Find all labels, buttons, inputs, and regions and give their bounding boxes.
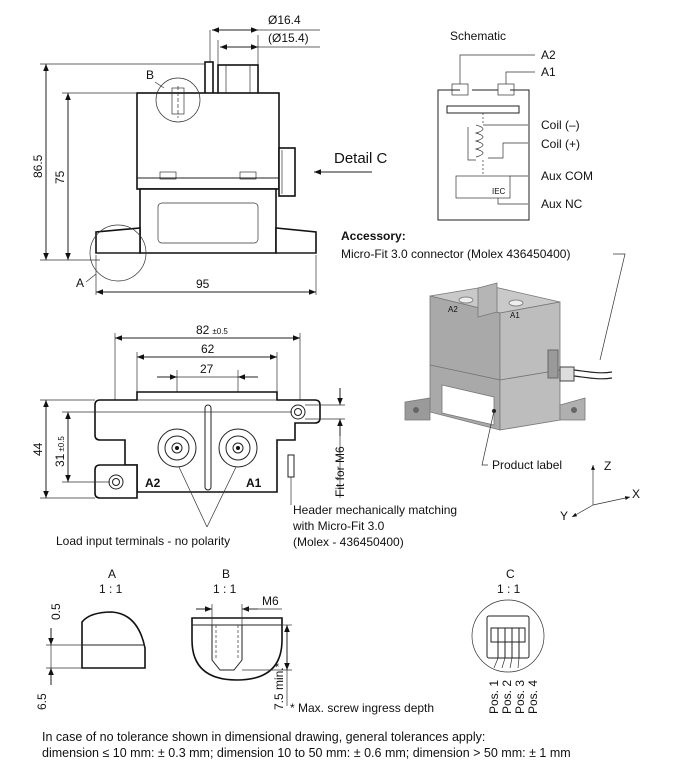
detail-b-title: B	[222, 567, 230, 581]
detail-b-marker: B	[146, 68, 154, 82]
detail-a-title: A	[108, 567, 116, 581]
axis-z-label: Z	[604, 459, 611, 473]
accessory-3d-view: Accessory: Micro-Fit 3.0 connector (Mole…	[341, 229, 626, 472]
schematic-label-a2: A2	[541, 48, 556, 62]
detail-a: A 1 : 1 0.5 6.5	[35, 567, 146, 710]
iec-mark: IEC	[492, 187, 506, 196]
schematic-label-aux-nc: Aux NC	[541, 197, 583, 211]
detail-b: B 1 : 1 M6 7.5 min.* * Max. screw ingres…	[191, 567, 434, 715]
detail-a-scale: 1 : 1	[99, 582, 123, 596]
header-note-line3: (Molex - 436450400)	[293, 535, 404, 549]
dim-62: 62	[201, 342, 215, 356]
detail-c-pos2: Pos. 2	[500, 680, 514, 714]
product-label-callout: Product label	[492, 458, 562, 472]
tolerance-note-line1: In case of no tolerance shown in dimensi…	[42, 730, 486, 744]
axis-x-label: X	[632, 487, 640, 501]
accessory-terminal-a1: A1	[510, 311, 520, 320]
detail-b-depth: 7.5 min.*	[272, 662, 286, 710]
detail-b-thread: M6	[262, 594, 279, 608]
detail-c-callout: Detail C	[334, 150, 388, 167]
dim-outer-diameter: Ø16.4	[268, 13, 301, 27]
accessory-connector: Micro-Fit 3.0 connector (Molex 436450400…	[341, 247, 570, 261]
detail-b-scale: 1 : 1	[213, 582, 237, 596]
terminal-label-a1: A1	[246, 476, 262, 490]
schematic-label-aux-com: Aux COM	[541, 169, 593, 183]
detail-c-pos3: Pos. 3	[513, 680, 527, 714]
dim-height-body: 75	[53, 170, 67, 184]
axis-y-label: Y	[560, 509, 568, 523]
schematic: Schematic IEC A2 A1 Coil (–) Coil (+) Au…	[437, 29, 593, 221]
coordinate-axes: Z X Y	[560, 459, 640, 523]
detail-a-dim-65: 6.5	[35, 693, 49, 710]
schematic-label-coil-minus: Coil (–)	[541, 118, 580, 132]
dim-44: 44	[31, 442, 45, 456]
header-note-line2: with Micro-Fit 3.0	[292, 519, 385, 533]
detail-c-scale: 1 : 1	[497, 582, 521, 596]
header-note-line1: Header mechanically matching	[293, 503, 457, 517]
accessory-terminal-a2: A2	[448, 305, 458, 314]
dim-height-total: 86.5	[31, 154, 45, 178]
dim-width: 95	[196, 277, 210, 291]
tolerance-notes: In case of no tolerance shown in dimensi…	[42, 729, 662, 761]
schematic-label-a1: A1	[541, 65, 556, 79]
detail-b-footnote: * Max. screw ingress depth	[290, 701, 434, 715]
schematic-title: Schematic	[450, 29, 506, 43]
terminal-label-a2: A2	[145, 476, 161, 490]
detail-c-pos1: Pos. 1	[487, 680, 501, 714]
detail-c-pos4: Pos. 4	[526, 680, 540, 714]
detail-a-marker: A	[76, 276, 84, 290]
detail-c: C 1 : 1 Pos. 1 Pos. 2 Pos. 3 Pos. 4	[471, 567, 545, 714]
dim-82: 82±0.5	[196, 323, 228, 337]
dim-27: 27	[200, 362, 214, 376]
schematic-label-coil-plus: Coil (+)	[541, 137, 580, 151]
load-terminals-note: Load input terminals - no polarity	[56, 534, 230, 548]
dim-inner-diameter: (Ø15.4)	[268, 31, 309, 45]
fit-for-m6: Fit for M6	[333, 446, 347, 497]
detail-c-title: C	[506, 567, 515, 581]
detail-a-dim-05: 0.5	[49, 603, 63, 620]
accessory-title: Accessory:	[341, 229, 406, 243]
dim-31: 31±0.5	[53, 436, 67, 467]
top-view: Ø16.4 (Ø15.4) B A	[31, 13, 388, 295]
tolerance-note-line2: dimension ≤ 10 mm: ± 0.3 mm; dimension 1…	[42, 746, 571, 760]
bottom-view: 82±0.5 62 27 A2 A1	[31, 323, 457, 549]
